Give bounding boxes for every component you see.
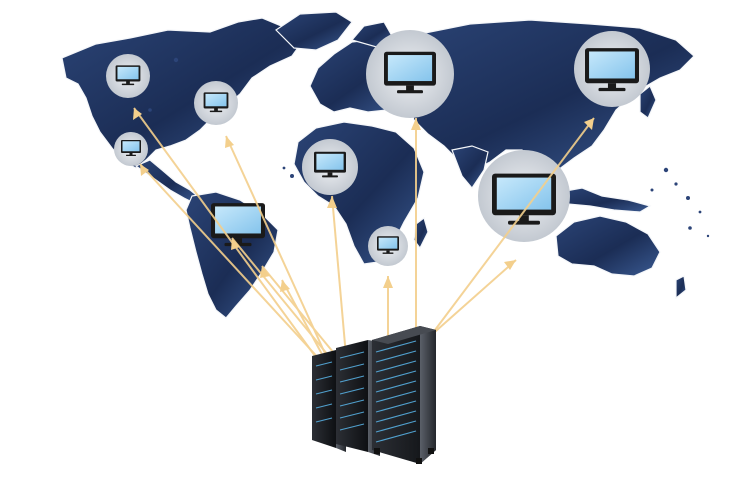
- continent-india: [451, 145, 489, 190]
- data-beams: [133, 107, 595, 363]
- arrow-icon: [225, 135, 329, 361]
- arrow-icon: [431, 117, 595, 335]
- continent-north-america: [61, 17, 303, 169]
- arrow-icon: [139, 163, 323, 363]
- continent-central-america: [134, 159, 201, 205]
- arrow-icon: [231, 237, 333, 361]
- continent-new-zealand: [675, 275, 687, 300]
- arrowheads: [133, 108, 594, 292]
- continent-japan: [639, 85, 657, 119]
- continent-greenland: [275, 11, 353, 51]
- arrow-icon: [133, 107, 319, 361]
- arrow-icon: [281, 279, 325, 359]
- server-rack-icon: [312, 326, 436, 464]
- continent-madagascar: [413, 216, 429, 250]
- islands: [148, 57, 710, 238]
- continent-indonesia: [558, 187, 652, 213]
- continent-australia: [555, 215, 661, 277]
- arrow-icon: [331, 195, 347, 357]
- arrow-icon: [427, 259, 517, 339]
